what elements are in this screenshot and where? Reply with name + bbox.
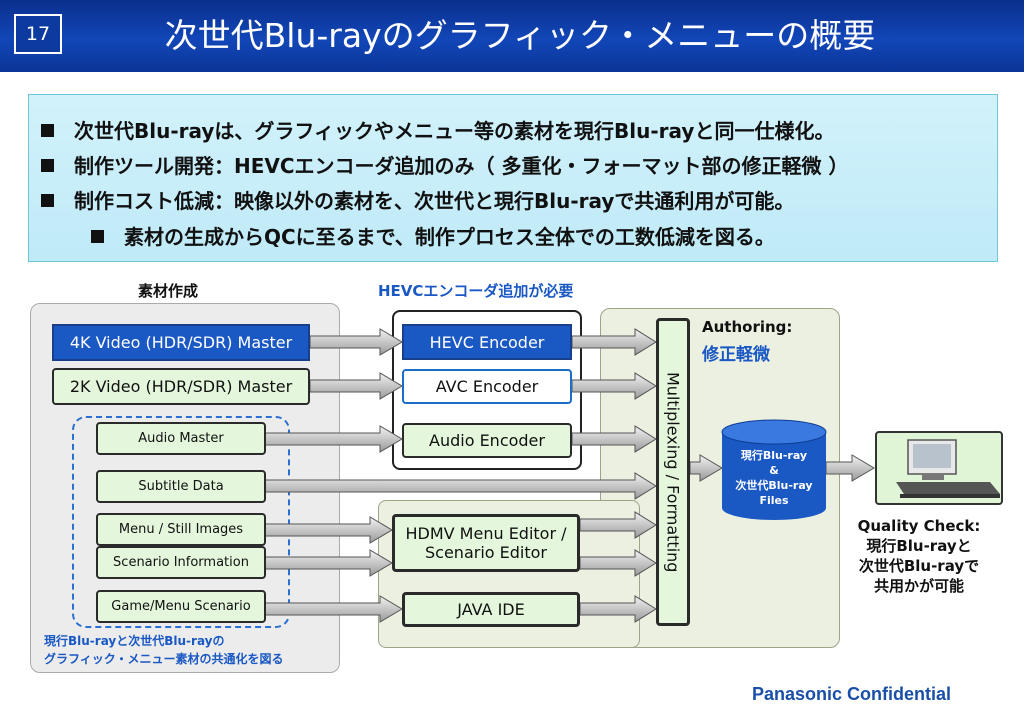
- menu-still-images: Menu / Still Images: [96, 513, 266, 546]
- arrow-scenario-to-editor: [264, 549, 393, 577]
- bullet-2: 制作ツール開発：HEVCエンコーダ追加のみ（ 多重化・フォーマット部の修正軽微 …: [41, 150, 848, 179]
- bullet-square-icon: [91, 230, 104, 243]
- arrow-avc-to-mux: [571, 372, 657, 400]
- arrow-mux-to-files: [689, 454, 723, 482]
- arrow-audio-to-encoder: [264, 425, 403, 453]
- hdmv-editor-line1: HDMV Menu Editor /: [405, 524, 567, 543]
- avc-encoder: AVC Encoder: [402, 369, 572, 404]
- page-number: 17: [14, 14, 62, 54]
- video-4k-master: 4K Video (HDR/SDR) Master: [52, 324, 310, 361]
- mux-label: Multiplexing / Formatting: [663, 371, 683, 573]
- scenario-information: Scenario Information: [96, 546, 266, 579]
- video-2k-master: 2K Video (HDR/SDR) Master: [52, 368, 310, 405]
- files-label: 現行Blu-ray & 次世代Blu-ray Files: [735, 449, 813, 507]
- tv-recorder-icon: [875, 431, 1003, 505]
- arrow-4k-to-hevc: [309, 328, 403, 356]
- arrow-editor-to-mux-2: [579, 549, 657, 577]
- hevc-encoder: HEVC Encoder: [402, 324, 572, 360]
- shared-note-line1: 現行Blu-rayと次世代Blu-rayの: [44, 634, 225, 648]
- title-bar: [0, 0, 1024, 72]
- files-database-icon: [721, 419, 827, 520]
- arrow-java-to-mux: [579, 595, 657, 623]
- arrow-editor-to-mux-1: [579, 511, 657, 539]
- arrow-2k-to-avc: [309, 372, 403, 400]
- java-ide: JAVA IDE: [402, 592, 580, 627]
- arrow-game-to-java: [264, 595, 403, 623]
- bullet-3: 制作コスト低減：映像以外の素材を、次世代と現行Blu-rayで共通利用が可能。: [41, 185, 794, 214]
- bullet-4-sub: 素材の生成からQCに至るまで、制作プロセス全体での工数低減を図る。: [91, 221, 775, 250]
- game-menu-scenario: Game/Menu Scenario: [96, 590, 266, 623]
- audio-encoder: Audio Encoder: [402, 423, 572, 458]
- arrow-hevc-to-mux: [571, 328, 657, 356]
- authoring-label: Authoring:: [702, 318, 793, 336]
- summary-box: 次世代Blu-rayは、グラフィックやメニュー等の素材を現行Blu-rayと同一…: [28, 94, 998, 262]
- shared-materials-region: [72, 416, 290, 628]
- page-title: 次世代Blu-rayのグラフィック・メニューの概要: [164, 16, 876, 55]
- materials-label: 素材作成: [138, 282, 199, 300]
- quality-check-note: Quality Check: 現行Blu-rayと 次世代Blu-rayで 共用…: [857, 517, 981, 595]
- bullet-square-icon: [41, 124, 54, 137]
- subtitle-data: Subtitle Data: [96, 470, 266, 503]
- arrow-menu-to-editor: [264, 516, 393, 544]
- bullet-1: 次世代Blu-rayは、グラフィックやメニュー等の素材を現行Blu-rayと同一…: [41, 115, 834, 144]
- hevc-note: HEVCエンコーダ追加が必要: [378, 282, 574, 300]
- bullet-square-icon: [41, 159, 54, 172]
- hdmv-editor-line2: Scenario Editor: [425, 543, 547, 562]
- bullet-square-icon: [41, 194, 54, 207]
- confidential-footer: Panasonic Confidential: [752, 684, 952, 704]
- multiplexing-formatting: Multiplexing / Formatting: [656, 318, 690, 626]
- arrow-audioenc-to-mux: [571, 425, 657, 453]
- authoring-note: 修正軽微: [702, 345, 770, 365]
- hdmv-menu-editor: HDMV Menu Editor / Scenario Editor: [392, 514, 580, 572]
- shared-note-line2: グラフィック・メニュー素材の共通化を図る: [44, 652, 284, 666]
- arrow-subtitle-to-mux: [264, 472, 657, 500]
- audio-master: Audio Master: [96, 422, 266, 455]
- arrow-files-to-qc: [825, 454, 875, 482]
